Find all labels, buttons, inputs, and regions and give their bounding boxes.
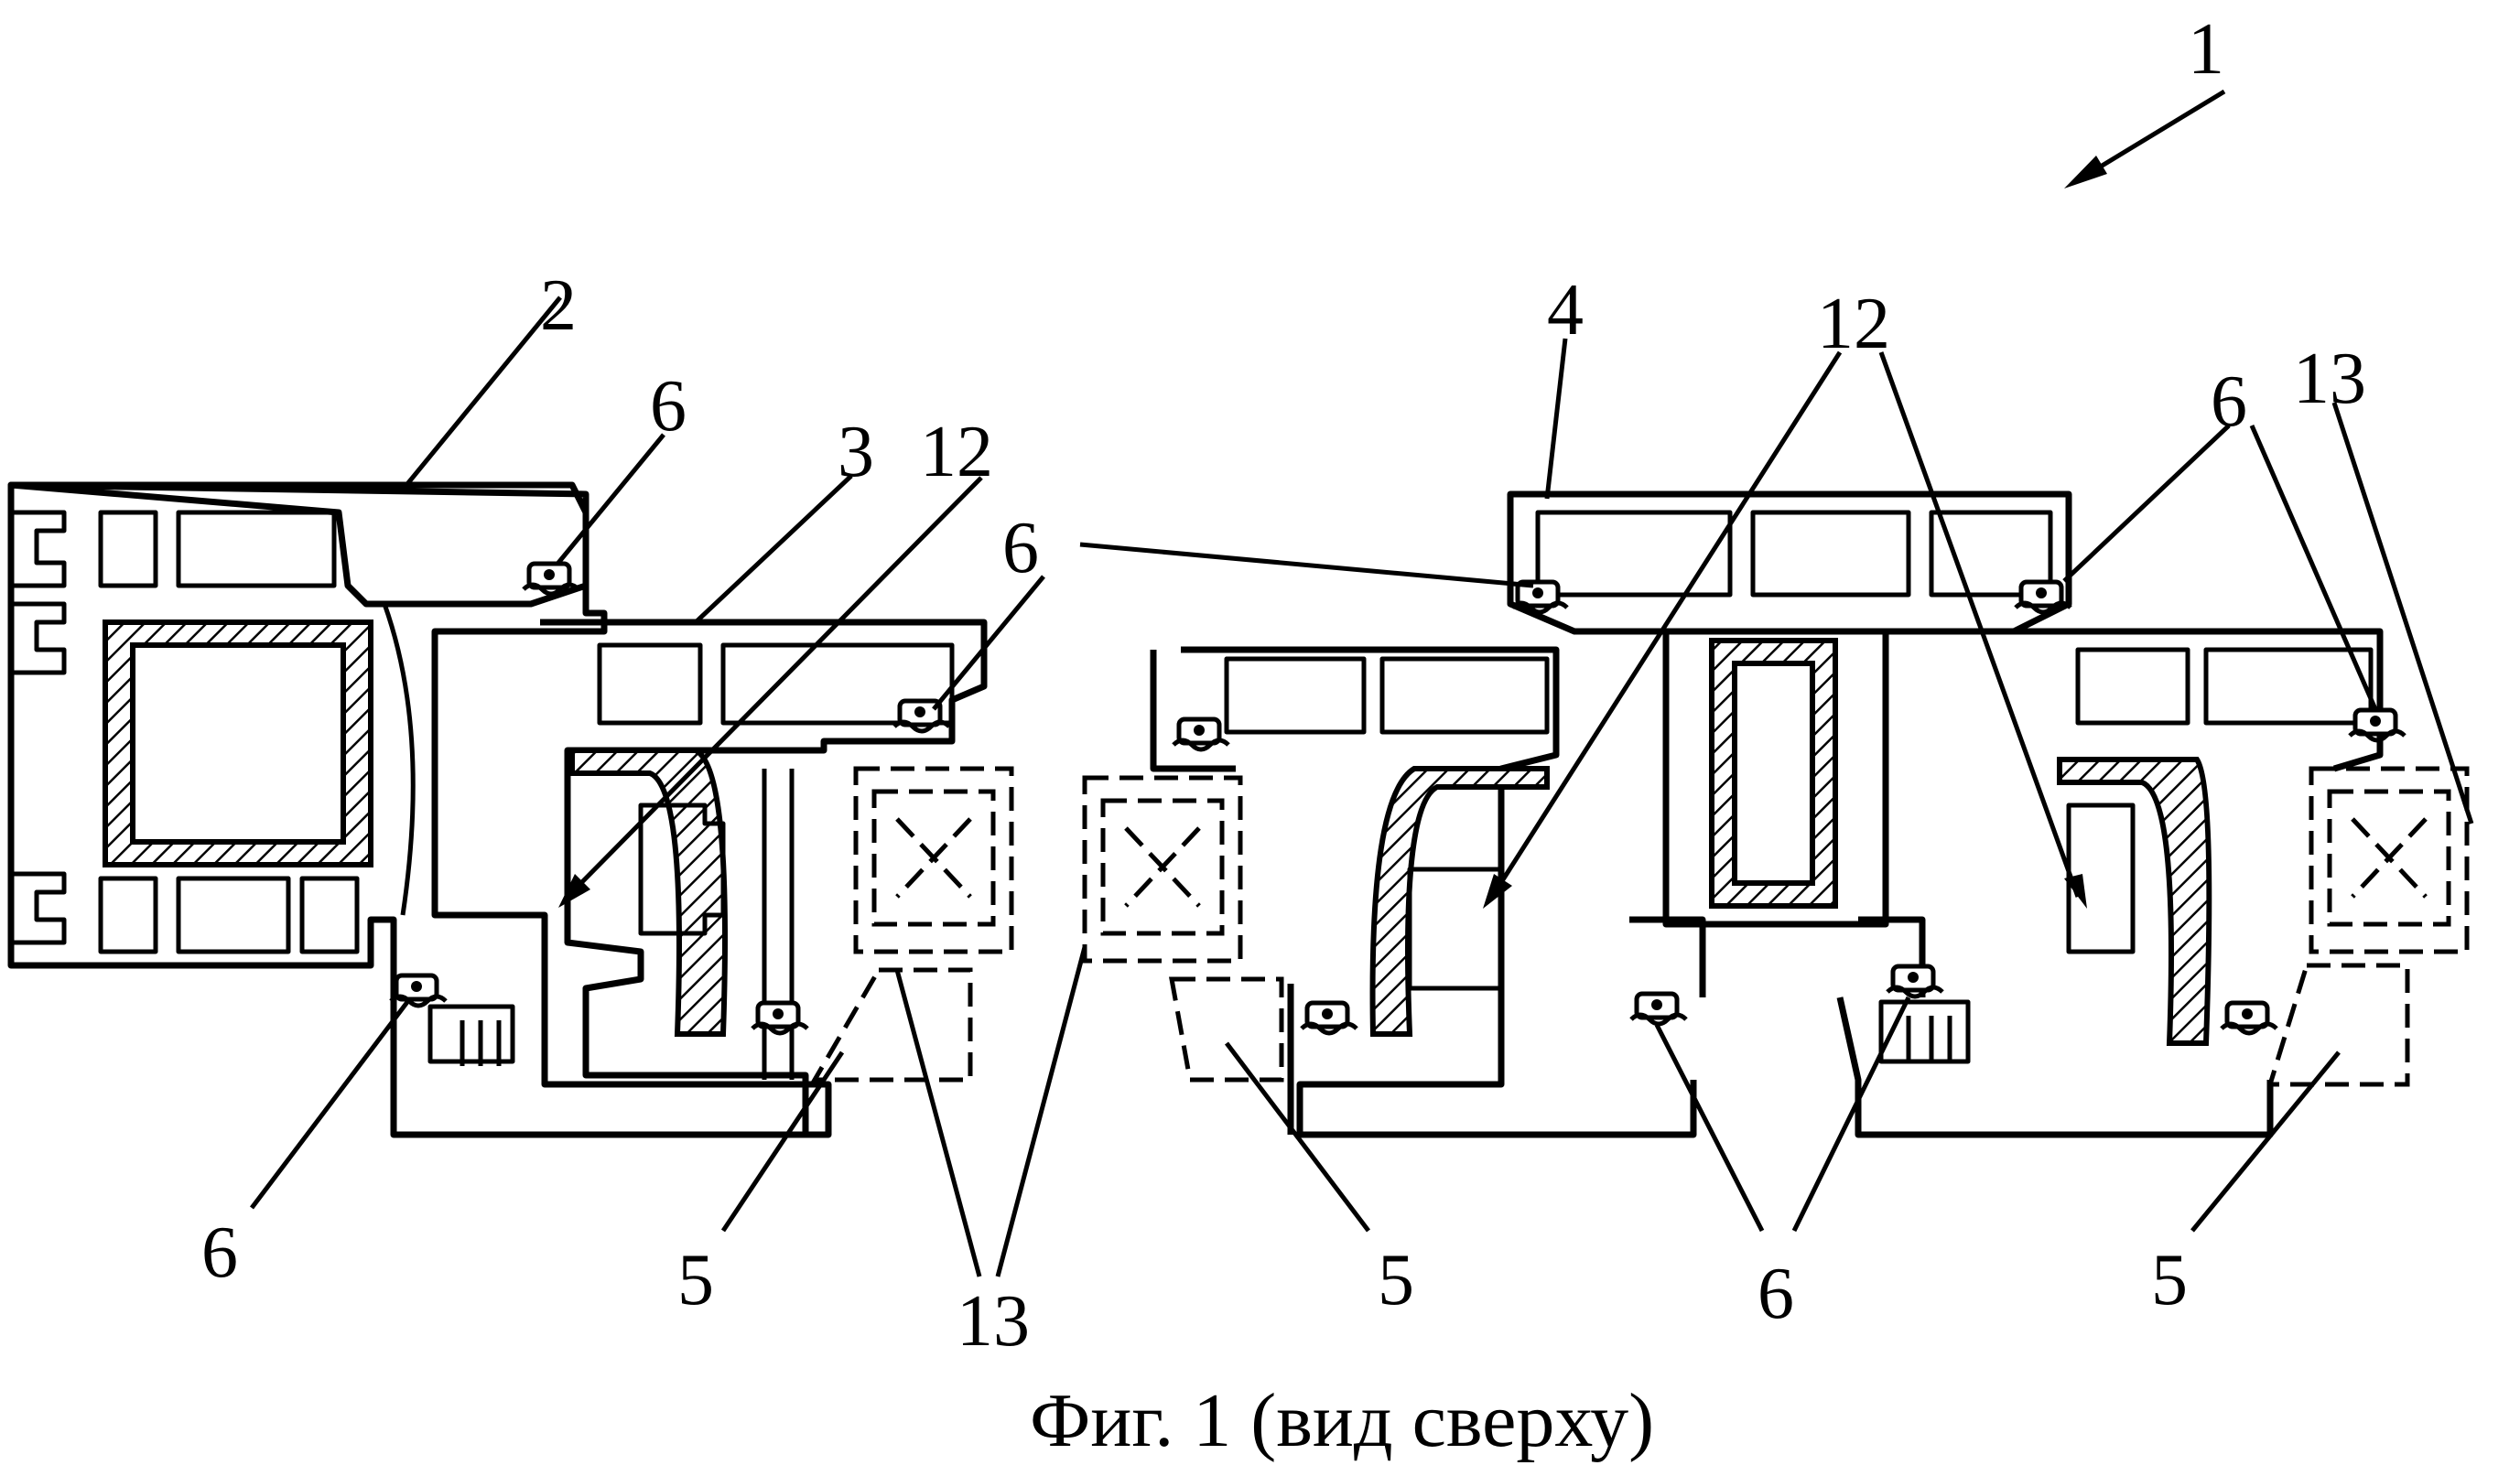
seal-middle-bottom: [1631, 994, 1686, 1024]
mullion-profile: [1510, 494, 2069, 997]
label-assembly-1: 1: [2188, 9, 2224, 90]
label-seal-6-centre: 6: [1002, 508, 1039, 588]
label-seal-6-top-left: 6: [650, 366, 687, 447]
label-cavity-12-right: 12: [1817, 284, 1890, 364]
glazing-bead-right: [2270, 965, 2407, 1084]
glazing-bead-left: [815, 970, 970, 1080]
sash-profile-middle: [1181, 650, 1693, 1135]
seal-sash-left: [894, 701, 949, 731]
label-bead-5-left: 5: [677, 1240, 714, 1320]
label-seal-6-top-right: 6: [2211, 361, 2247, 442]
glazing-bead-middle: [1172, 979, 1282, 1080]
glass-unit-middle: [1085, 778, 1240, 961]
label-bead-5-right: 5: [2151, 1240, 2188, 1320]
label-cavity-12-left: 12: [920, 412, 993, 492]
seal-bead-middle: [1302, 1003, 1357, 1033]
seal-bead-left: [752, 1003, 807, 1033]
label-frame-2: 2: [540, 265, 577, 346]
seal-bottom-left: [391, 975, 446, 1006]
reference-labels: 1 2 6 3 12 6 4 12 6 13 6 5 13 5 6 5: [201, 9, 2366, 1362]
glass-unit-right: [2311, 769, 2467, 952]
seal-right-bottom: [1887, 966, 1942, 997]
label-bead-5-middle: 5: [1378, 1240, 1414, 1320]
label-sash-3: 3: [838, 412, 874, 492]
label-seal-6-bottom-right: 6: [1758, 1254, 1794, 1334]
seal-right-sash: [2350, 710, 2405, 740]
seal-middle-top: [1173, 719, 1228, 749]
label-mullion-4: 4: [1547, 270, 1584, 350]
sash-profile-right: [1840, 631, 2380, 1135]
figure-caption: Фиг. 1 (вид сверху): [1030, 1378, 1654, 1463]
label-glass-13-bottom: 13: [957, 1281, 1030, 1362]
label-glass-13-top-right: 13: [2293, 339, 2366, 419]
label-seal-6-bottom-left: 6: [201, 1212, 238, 1293]
glass-unit-left: [856, 769, 1011, 952]
seal-bead-right: [2222, 1003, 2277, 1033]
